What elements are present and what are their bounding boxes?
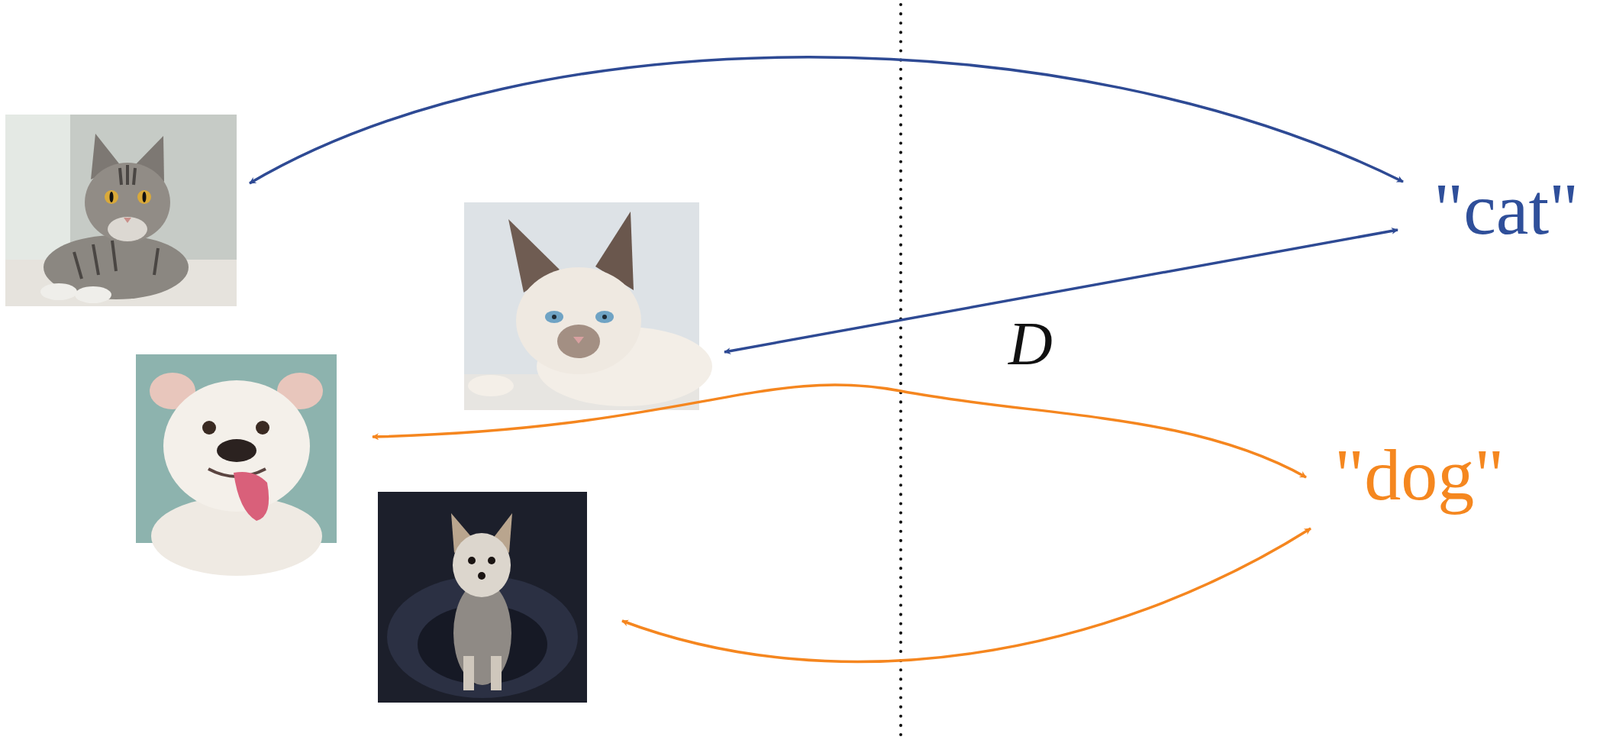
dog-photo-part	[490, 655, 502, 691]
cat-photo-part	[74, 286, 112, 304]
cat-photo-part	[5, 114, 237, 307]
blue-arrow	[724, 229, 1398, 352]
dog-photo-part	[202, 420, 217, 435]
cat-photo	[464, 202, 713, 410]
divider-line	[899, 4, 903, 738]
dog-photo-part	[452, 532, 511, 597]
cat-photo-part	[109, 191, 114, 203]
dog-photo-part	[467, 556, 476, 565]
dog-photo-part	[233, 471, 269, 521]
dataset-symbol: D	[1008, 309, 1053, 378]
dog-photo-part	[163, 380, 310, 512]
dog-photo-part	[255, 420, 270, 435]
cat-photo-part	[142, 191, 147, 203]
cat-photo-part	[557, 324, 600, 359]
cat-photo-part	[595, 310, 614, 323]
cat-photo-part	[123, 217, 132, 223]
dog-photo	[135, 354, 337, 576]
class-word: "cat"	[1433, 168, 1579, 250]
dog-photo	[377, 491, 588, 703]
cat-photo-part	[107, 216, 148, 242]
cat-photo-part	[137, 190, 152, 204]
class-word: "dog"	[1334, 434, 1504, 516]
cat-photo	[5, 114, 237, 307]
cat-photo-part	[516, 267, 642, 375]
cat-photo-part	[104, 190, 119, 204]
class-label: "cat"	[1433, 168, 1579, 250]
cat-photo-part	[551, 314, 557, 320]
cat-photo-part	[573, 336, 584, 344]
cat-photo-part	[602, 314, 607, 320]
cat-photo-part	[40, 283, 78, 300]
orange-arrow	[372, 384, 1307, 478]
dog-photo-part	[377, 491, 588, 703]
orange-arrow	[622, 528, 1311, 662]
cat-photo-part	[74, 164, 159, 279]
cat-photo-part	[545, 310, 564, 323]
dog-photo-part	[477, 571, 486, 580]
dog-photo-part	[487, 556, 496, 565]
class-label: "dog"	[1334, 434, 1504, 516]
blue-arrow	[249, 57, 1404, 184]
cat-photo-part	[467, 374, 514, 397]
dog-photo-part	[216, 438, 257, 462]
dog-photo-part	[463, 655, 475, 691]
